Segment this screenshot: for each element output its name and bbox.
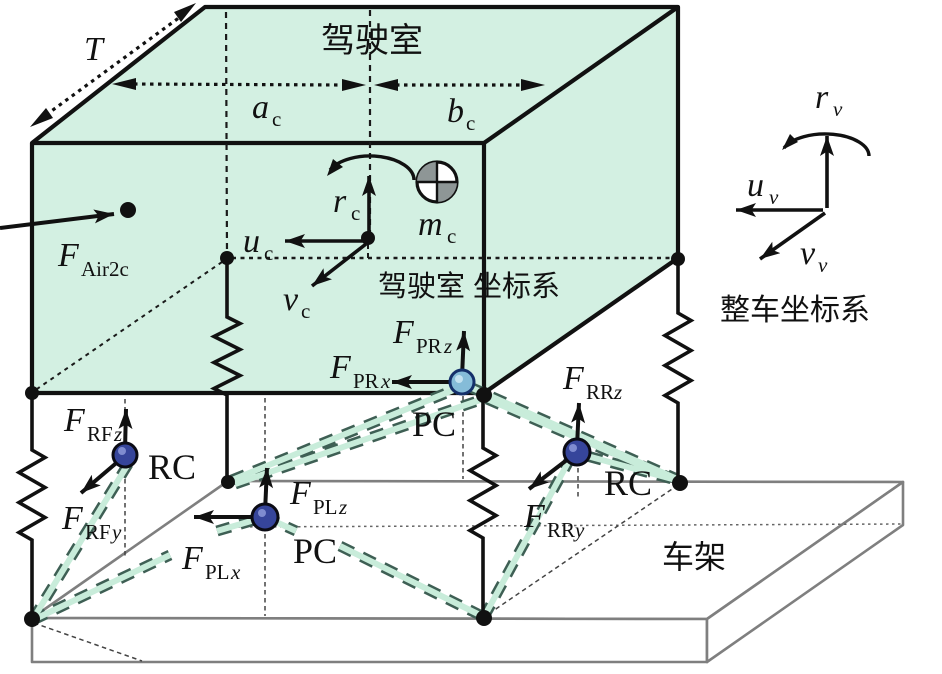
f-rfy-arrow <box>79 457 123 495</box>
cab-long-label: u c <box>243 223 273 265</box>
vehicle-coord-label: 整车坐标系 <box>720 294 870 327</box>
rc-front-node <box>111 441 139 469</box>
f-rfz-label: F RF z <box>63 402 122 446</box>
dim-b-label: b c <box>447 93 475 135</box>
spring-back-right <box>661 260 695 481</box>
f-plx-label: F PL x <box>181 540 241 584</box>
f-rry-arrow <box>527 454 574 491</box>
front-mount-construction-line <box>224 11 229 257</box>
vehicle-yaw-arc-arrowhead <box>782 134 798 150</box>
suspension-springs <box>15 260 695 618</box>
spring-front-left <box>15 395 49 618</box>
vehicle-lat-label: v v <box>800 235 828 277</box>
air-force-application-dot <box>120 202 136 218</box>
pc-left-label: PC <box>293 531 337 571</box>
f-rfy-label: F RF y <box>61 500 122 544</box>
pivot-nodes <box>111 368 592 532</box>
pc-right-label: PC <box>412 404 456 444</box>
chassis-frame <box>30 479 905 664</box>
f-rry-label: F RR y <box>523 498 585 542</box>
vehicle-yaw-label: r v <box>815 79 843 121</box>
spring-front-right <box>466 397 500 617</box>
air-force-label: F Air2c <box>57 237 129 281</box>
air-force-arrow <box>0 209 115 230</box>
spring-back-left <box>209 260 245 481</box>
rc-rear-node <box>562 437 592 467</box>
dim-t-label: T <box>84 31 105 68</box>
f-prx-label: F PR x <box>329 349 391 393</box>
cab-coordinate-axes <box>285 154 416 288</box>
force-arrows <box>0 209 586 524</box>
joint-dots <box>24 202 688 627</box>
hidden-bottom-left-edge <box>33 261 223 392</box>
labels: 驾驶室 驾驶室 坐标系 整车坐标系 车架 T a c b c r c u c v… <box>57 22 870 584</box>
cab-coord-label: 驾驶室 坐标系 <box>378 270 560 303</box>
pc-right-node <box>448 368 476 396</box>
cab-yaw-rotation-arc <box>328 154 416 181</box>
f-rrz-label: F RR z <box>562 360 622 404</box>
pc-left-node <box>250 502 280 532</box>
cab-box <box>29 4 681 396</box>
vehicle-lat-axis-arrow <box>758 211 827 261</box>
cab-yaw-arc-arrowhead <box>327 159 343 176</box>
cab-lat-axis-arrow <box>310 242 368 288</box>
f-prz-label: F PR z <box>392 314 452 358</box>
dim-a-label: a c <box>252 89 281 131</box>
rc-front-label: RC <box>148 447 196 487</box>
center-of-mass-icon <box>415 160 459 204</box>
vehicle-long-label: u v <box>747 167 779 209</box>
cab-lat-label: v c <box>283 281 310 323</box>
cab-mass-label: m c <box>418 206 456 248</box>
frame-label: 车架 <box>662 539 726 575</box>
cab-cg-origin-dot <box>361 231 375 245</box>
cab-title-label: 驾驶室 <box>321 22 423 60</box>
rc-rear-label: RC <box>604 463 652 503</box>
dimension-lines <box>30 3 545 127</box>
cab-yaw-label: r c <box>333 183 360 225</box>
f-plz-label: F PL z <box>289 475 347 519</box>
